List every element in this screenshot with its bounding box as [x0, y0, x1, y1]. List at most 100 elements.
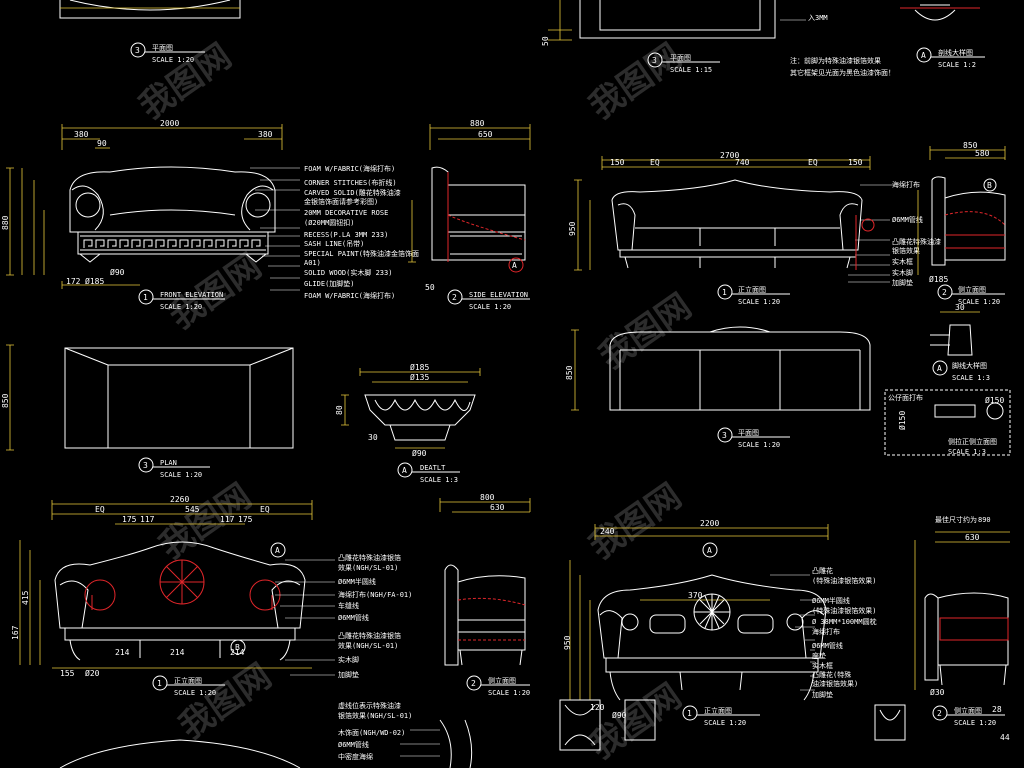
note-text: 其它框架见光面为黑色油漆饰面！: [790, 68, 895, 77]
svg-text:3: 3: [652, 56, 657, 65]
svg-text:Ø90: Ø90: [110, 267, 125, 277]
svg-text:172: 172: [66, 277, 81, 286]
plan-2700-drawing: 850: [565, 326, 871, 411]
svg-text:凸雕花特殊油漆银箔: 凸雕花特殊油漆银箔: [338, 553, 401, 562]
svg-text:实木脚: 实木脚: [892, 268, 913, 277]
svg-text:2: 2: [942, 288, 947, 297]
side-elevation-630: 最佳尺寸约为 890 630 Ø30: [914, 515, 1010, 697]
svg-text:效果(NGH/SL-01): 效果(NGH/SL-01): [338, 641, 398, 650]
svg-text:Ø6MM管线: Ø6MM管线: [812, 641, 843, 650]
svg-text:630: 630: [965, 533, 980, 542]
title-block: 3 平面图 SCALE 1:20: [130, 42, 205, 64]
svg-text:800: 800: [480, 493, 495, 502]
watermark: 我图网: [582, 676, 688, 767]
br-callouts: [770, 574, 815, 691]
svg-text:海绵打布: 海绵打布: [812, 627, 840, 636]
svg-text:SCALE 1:20: SCALE 1:20: [954, 719, 996, 727]
svg-text:90: 90: [97, 139, 107, 148]
svg-text:150: 150: [610, 158, 625, 167]
bottom-fragment: [59, 719, 473, 768]
svg-text:虚线位表示特殊油漆: 虚线位表示特殊油漆: [338, 701, 401, 710]
svg-text:214: 214: [115, 648, 130, 657]
svg-text:车缝线: 车缝线: [338, 601, 359, 610]
svg-text:凸雕花特殊油漆银箔: 凸雕花特殊油漆银箔: [338, 631, 401, 640]
svg-text:B: B: [235, 643, 240, 652]
top-right-detail: [900, 4, 980, 21]
svg-text:FOAM W/FABRIC(海绵打布): FOAM W/FABRIC(海绵打布): [304, 164, 395, 173]
side-elevation-850: 850 580 B Ø185: [917, 141, 1006, 284]
svg-text:Ø20: Ø20: [85, 668, 100, 678]
watermark: 我图网: [582, 476, 688, 567]
svg-text:银箔效果: 银箔效果: [892, 246, 920, 255]
svg-text:FOAM W/FABRIC(海绵打布): FOAM W/FABRIC(海绵打布): [304, 291, 395, 300]
svg-text:金银箔饰面请参考彩图): 金银箔饰面请参考彩图): [304, 197, 378, 206]
foot-detail-drawing: Ø185 Ø135 80 30 Ø90: [335, 362, 481, 458]
svg-text:Ø90: Ø90: [612, 710, 627, 720]
svg-text:Ø150: Ø150: [897, 411, 907, 430]
svg-text:正立面图: 正立面图: [704, 706, 732, 715]
plan-drawing: 850: [1, 344, 294, 451]
svg-text:150: 150: [848, 158, 863, 167]
svg-text:Ø 38MM*100MM圆枕: Ø 38MM*100MM圆枕: [812, 617, 877, 626]
svg-text:Ø6MM管线: Ø6MM管线: [892, 215, 923, 224]
svg-text:Ø185: Ø185: [929, 274, 948, 284]
svg-text:380: 380: [74, 130, 89, 139]
svg-text:A: A: [921, 51, 926, 60]
svg-text:117: 117: [220, 515, 235, 524]
svg-text:1: 1: [722, 288, 727, 297]
svg-text:Ø150: Ø150: [985, 395, 1004, 405]
svg-text:2: 2: [452, 293, 457, 302]
svg-text:加脚垫: 加脚垫: [338, 670, 359, 679]
svg-text:平面图: 平面图: [152, 44, 173, 52]
svg-text:SCALE 1:20: SCALE 1:20: [160, 471, 202, 479]
br-label-list: 凸雕花 (特殊油漆银箔效果) Ø6MM半圆线 (特殊油漆银箔效果) Ø 38MM…: [812, 566, 877, 699]
svg-text:实木脚: 实木脚: [338, 655, 359, 664]
svg-text:890: 890: [978, 516, 991, 524]
top-mid-plan: 50: [541, 0, 776, 46]
svg-text:SCALE 1:20: SCALE 1:20: [160, 303, 202, 311]
svg-text:CARVED SOLID(雕花特殊油漆: CARVED SOLID(雕花特殊油漆: [304, 188, 401, 197]
svg-text:Ø90: Ø90: [412, 448, 427, 458]
svg-text:中密度海绵: 中密度海绵: [338, 752, 373, 761]
svg-text:SIDE ELEVATION: SIDE ELEVATION: [469, 291, 528, 299]
svg-text:A: A: [512, 261, 517, 270]
svg-text:平面图: 平面图: [738, 429, 759, 437]
svg-text:2200: 2200: [700, 519, 719, 528]
svg-text:2: 2: [937, 709, 942, 718]
svg-text:SCALE 1:3: SCALE 1:3: [420, 476, 458, 484]
svg-text:580: 580: [975, 149, 990, 158]
svg-text:Ø185: Ø185: [85, 276, 104, 286]
svg-text:Ø185: Ø185: [410, 362, 429, 372]
bl2-label-list: 虚线位表示特殊油漆 银箔效果(NGH/SL-01) 木饰面(NGH/WD-02)…: [338, 701, 440, 761]
svg-text:SCALE 1:20: SCALE 1:20: [488, 689, 530, 697]
svg-text:1: 1: [143, 293, 148, 302]
svg-text:(特殊油漆银箔效果): (特殊油漆银箔效果): [812, 576, 876, 585]
svg-text:415: 415: [21, 590, 30, 605]
svg-text:平面图: 平面图: [670, 54, 691, 62]
svg-text:Ø6MM管线: Ø6MM管线: [338, 613, 369, 622]
svg-text:20MM DECORATIVE ROSE: 20MM DECORATIVE ROSE: [304, 209, 388, 217]
svg-text:850: 850: [963, 141, 978, 150]
svg-text:座垫: 座垫: [812, 651, 826, 660]
svg-text:950: 950: [563, 635, 572, 650]
front-elevation-2200: 2200 240 370 A 950 120 Ø90: [563, 519, 829, 720]
panel-detail-drawing: 公仔面打布 Ø150 Ø150 侧拉正侧立面图 SCALE 1:3: [884, 389, 1011, 456]
svg-text:A: A: [707, 546, 712, 555]
svg-text:SCALE 1:20: SCALE 1:20: [738, 298, 780, 306]
svg-text:214: 214: [170, 648, 185, 657]
svg-text:银箔效果(NGH/SL-01): 银箔效果(NGH/SL-01): [338, 711, 412, 720]
title-block: A 剖线大样图 SCALE 1:2: [916, 47, 985, 69]
svg-text:850: 850: [1, 393, 10, 408]
front-elevation-2700: 2700 150 EQ 740 EQ 150 950: [568, 151, 895, 283]
svg-text:实木框: 实木框: [892, 257, 913, 266]
bl-label-list: 凸雕花特殊油漆银箔 效果(NGH/SL-01) Ø6MM半圆线 海绵打布(NGH…: [338, 553, 412, 679]
svg-text:28: 28: [992, 705, 1002, 714]
title-block: 3 PLAN SCALE 1:20: [138, 457, 210, 479]
watermark: 我图网: [132, 36, 238, 127]
svg-text:PLAN: PLAN: [160, 459, 177, 467]
svg-text:120: 120: [590, 703, 605, 712]
svg-text:167: 167: [11, 625, 20, 640]
svg-text:Ø6MM半圆线: Ø6MM半圆线: [338, 577, 376, 586]
svg-text:侧立面图: 侧立面图: [954, 706, 982, 715]
